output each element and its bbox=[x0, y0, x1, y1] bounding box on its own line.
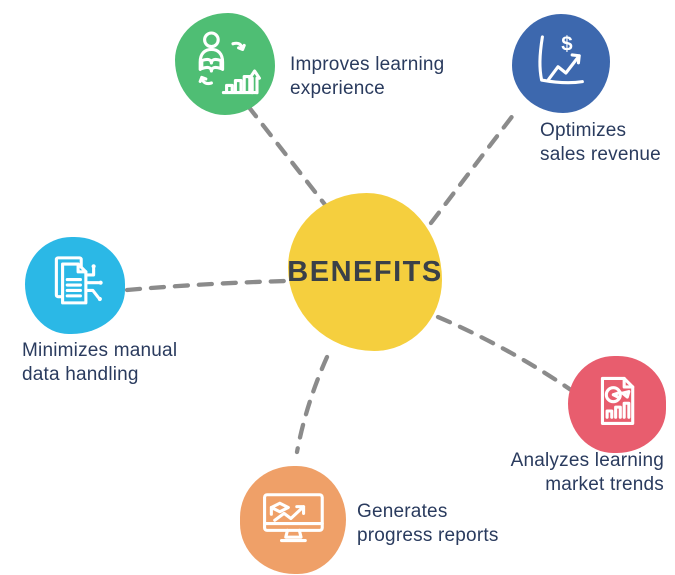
connector-analyzes bbox=[435, 314, 574, 393]
label-analyzes-trends: Analyzes learning market trends bbox=[498, 449, 664, 497]
label-line: Improves learning bbox=[290, 54, 445, 75]
label-line: Minimizes manual bbox=[22, 340, 178, 361]
label-line: Optimizes bbox=[540, 120, 627, 141]
learning-growth-icon bbox=[185, 23, 265, 105]
label-line: data handling bbox=[22, 363, 139, 385]
connector-minimizes bbox=[124, 278, 290, 293]
connector-generates bbox=[294, 354, 330, 455]
node-analyzes-trends bbox=[568, 356, 666, 453]
label-generates-reports: Generates progress reports bbox=[357, 500, 499, 548]
node-generates-reports bbox=[240, 466, 346, 574]
label-line: Analyzes learning bbox=[510, 450, 664, 471]
dollar-glyph: $ bbox=[561, 33, 573, 55]
label-line: market trends bbox=[545, 473, 664, 495]
label-minimizes-manual: Minimizes manual data handling bbox=[22, 339, 177, 387]
market-report-icon bbox=[578, 366, 656, 444]
label-optimizes-sales: Optimizes sales revenue bbox=[540, 119, 661, 167]
node-optimizes-sales: $ bbox=[512, 14, 610, 113]
documents-data-icon bbox=[35, 247, 103, 325]
center-benefits-node: BENEFITS bbox=[287, 193, 443, 351]
label-line: Generates bbox=[357, 501, 448, 522]
label-line: sales revenue bbox=[540, 143, 661, 165]
label-line: experience bbox=[290, 77, 385, 99]
connector-optimizes bbox=[428, 107, 520, 226]
node-minimizes-manual bbox=[25, 237, 125, 334]
progress-monitor-icon bbox=[251, 477, 336, 563]
node-improves-learning bbox=[175, 13, 275, 115]
label-line: progress reports bbox=[357, 524, 499, 546]
sales-growth-chart-icon: $ bbox=[522, 33, 600, 103]
center-title: BENEFITS bbox=[287, 255, 443, 288]
label-improves-learning: Improves learning experience bbox=[290, 53, 444, 101]
